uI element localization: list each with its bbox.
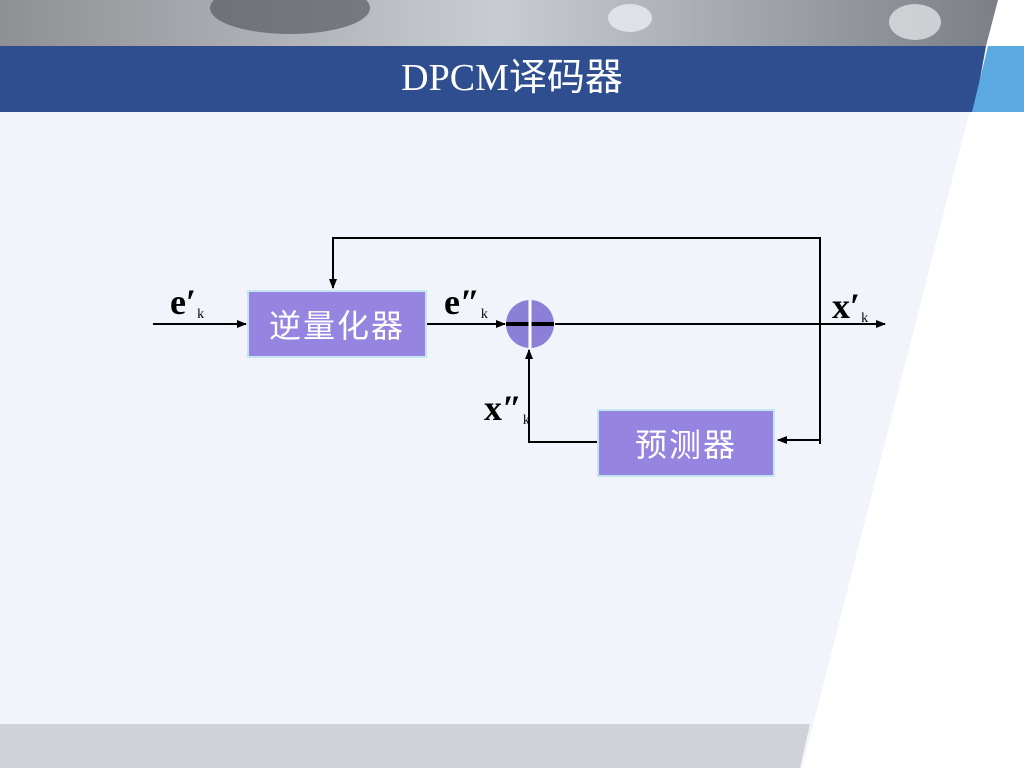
- input-signal-label: e′k: [170, 282, 205, 322]
- output-signal-label: x′k: [832, 286, 869, 326]
- slide-title: DPCM译码器: [401, 57, 623, 99]
- dequant-output-label: e″k: [444, 282, 488, 322]
- dequantizer-block: 逆量化器: [247, 290, 427, 358]
- predictor-block: 预测器: [597, 409, 775, 477]
- prediction-wire: [525, 349, 598, 443]
- adder-circle: [506, 300, 554, 348]
- top-feedback-wire: [329, 237, 821, 444]
- prediction-signal-label: x″k: [484, 388, 530, 428]
